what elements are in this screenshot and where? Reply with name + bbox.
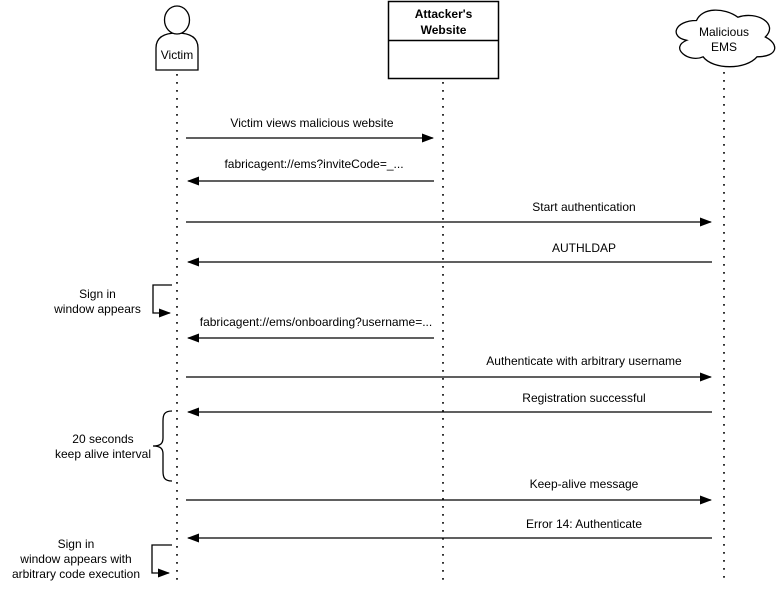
message-label-onboarding-uri: fabricagent://ems/onboarding?username=..…: [199, 315, 433, 329]
annotation-keep-alive-interval: 20 seconds keep alive interval: [54, 432, 152, 461]
self-message-arrow-code-execution: [151, 544, 172, 578]
actor-malicious-ems-label: Malicious EMS: [698, 25, 749, 54]
person-head-shape: [163, 5, 191, 35]
actor-victim-figure: [155, 5, 199, 71]
message-label-victim-views-website: Victim views malicious website: [230, 116, 394, 130]
annotation-arbitrary-code-execution: Sign in window appears with arbitrary co…: [11, 537, 141, 581]
message-label-keep-alive: Keep-alive message: [529, 477, 639, 491]
actor-victim-label: Victim: [160, 48, 194, 62]
actor-attacker-website-label: Attacker's Website: [414, 7, 473, 37]
message-label-error-14: Error 14: Authenticate: [525, 517, 643, 531]
self-message-arrow-sign-in-window: [152, 284, 172, 318]
message-label-authenticate-arbitrary-username: Authenticate with arbitrary username: [486, 354, 682, 368]
message-label-invitecode-uri: fabricagent://ems?inviteCode=_...: [224, 157, 404, 171]
actor-attacker-website-box: [387, 0, 500, 80]
message-label-start-authentication: Start authentication: [532, 200, 636, 214]
interval-brace-shape: [152, 410, 173, 482]
message-label-registration-successful: Registration successful: [522, 391, 646, 405]
actor-malicious-ems-cloud: [675, 9, 776, 68]
message-label-authldap: AUTHLDAP: [551, 241, 616, 255]
annotation-sign-in-window-appears: Sign in window appears: [54, 287, 141, 316]
